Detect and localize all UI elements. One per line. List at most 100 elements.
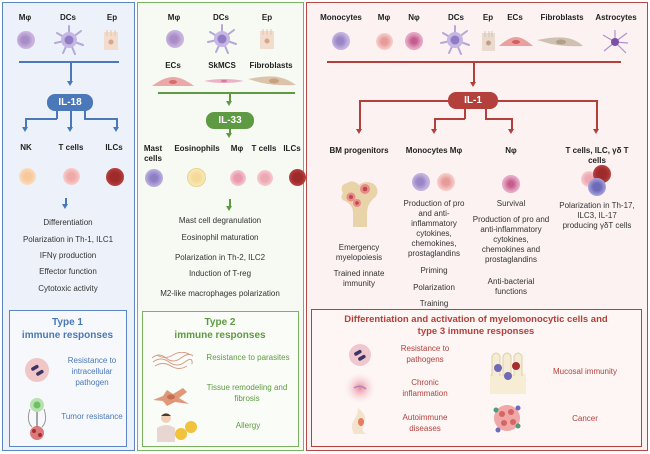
ilc-cell-icon — [289, 169, 306, 186]
tumor-cytotoxic-cell-icon — [27, 398, 47, 440]
pathogen-cell-icon — [349, 344, 371, 366]
source-label-macrophage: Mφ — [377, 13, 391, 22]
allergy-person-pollen-icon — [157, 413, 197, 442]
epithelial-cell-icon — [482, 31, 495, 51]
fibroblast-cell-icon — [537, 37, 583, 47]
effect-item: Polarization in Th-2, ILC2 — [174, 253, 266, 262]
t-cell-icon — [63, 168, 80, 185]
target-label-t-cells: T cells — [251, 144, 277, 153]
t-cell-icon — [257, 170, 273, 186]
macrophage-cell-icon — [230, 170, 246, 186]
effect-item: Differentiation — [43, 218, 93, 227]
target-label-ilcs: ILCs — [105, 143, 123, 152]
source-bar — [19, 61, 119, 63]
macrophage-cell-icon — [376, 33, 393, 50]
endothelial-cell-icon — [499, 37, 533, 46]
target-label-nk: NK — [20, 143, 32, 152]
neutrophil-cell-icon — [502, 175, 520, 193]
connector-line — [70, 61, 72, 81]
arrow-down-icon — [226, 206, 232, 211]
il33-panel: Mφ DCs Ep ECs SkMCS Fibroblasts IL-33 Ma… — [137, 2, 306, 451]
arrow-down-icon — [22, 127, 28, 132]
fibroblast-cell-icon — [248, 76, 296, 86]
fibroblast-icon — [153, 388, 189, 406]
nk-cell-icon — [19, 168, 36, 185]
dendritic-cell-icon — [207, 24, 237, 54]
effect-item: Emergency myelopoiesis — [335, 243, 383, 262]
arrow-down-icon — [62, 204, 68, 209]
outcome-resistance-pathogens: Resistance to pathogens — [400, 344, 450, 364]
dendritic-cell-icon — [54, 25, 84, 55]
effect-item: Polarization in Th-17, ILC3, IL-17 produ… — [559, 201, 635, 230]
source-label-dcs: DCs — [447, 13, 464, 22]
effect-item: Trained innate immunity — [333, 269, 385, 288]
outcome-intracellular-pathogen: Resistance to intracellular pathogen — [67, 356, 117, 387]
macrophage-cell-icon — [17, 31, 35, 49]
target-label-t-cells-ilc-gd: T cells, ILC, γδ T cells — [565, 146, 629, 165]
outcome-parasites: Resistance to parasites — [206, 353, 290, 362]
source-label-astrocytes: Astrocytes — [595, 13, 637, 22]
arrow-down-icon — [470, 82, 476, 87]
source-label-dcs: DCs — [59, 13, 76, 22]
gd-t-cell-icon — [588, 178, 606, 196]
astrocyte-cell-icon — [602, 30, 629, 54]
source-bar — [158, 92, 295, 94]
dendritic-cell-icon — [440, 25, 470, 55]
outcome-tissue-remodeling: Tissue remodeling and fibrosis — [206, 383, 288, 403]
type1-title: Type 1 immune responses — [21, 317, 114, 341]
endothelial-cell-icon — [152, 77, 194, 86]
arrow-down-icon — [113, 127, 119, 132]
effect-item: Mast cell degranulation — [178, 216, 262, 225]
monocyte-cell-icon — [332, 32, 350, 50]
epithelial-cell-icon — [104, 30, 118, 50]
type2-response-box: Type 2 immune responses Resistance to pa… — [142, 311, 299, 447]
il18-panel: Mφ DCs Ep IL-18 NK T cells ILCs Differen… — [2, 2, 135, 451]
target-label-bm-progenitors: BM progenitors — [329, 146, 389, 155]
source-label-macrophage: Mφ — [18, 13, 32, 22]
effect-item: Cytotoxic activity — [38, 284, 98, 293]
effect-item: Priming — [420, 266, 448, 275]
effect-item: Polarization in Th-1, ILC1 — [22, 235, 114, 244]
effect-item: Training — [419, 299, 449, 308]
arrow-down-icon — [508, 129, 514, 134]
outcome-autoimmune-diseases: Autoimmune diseases — [402, 413, 448, 433]
type3-response-box: Differentiation and activation of myelom… — [311, 309, 642, 447]
effect-item: M2-like macrophages polarization — [160, 289, 280, 298]
neutrophil-cell-icon — [405, 32, 423, 50]
target-label-monocytes-macrophages: Monocytes Mφ — [405, 146, 463, 155]
autoimmune-joint-icon — [352, 408, 366, 434]
target-label-ilcs: ILCs — [283, 144, 301, 153]
arrow-down-icon — [67, 127, 73, 132]
ilc-cell-icon — [106, 168, 124, 186]
type2-title: Type 2 immune responses — [174, 317, 266, 341]
target-label-macrophage: Mφ — [230, 144, 244, 153]
il1-panel: Monocytes Mφ Nφ DCs Ep ECs Fibroblasts A… — [306, 2, 648, 451]
type1-response-box: Type 1 immune responses Resistance to in… — [9, 310, 127, 447]
target-label-t-cells: T cells — [58, 143, 84, 152]
source-label-monocytes: Monocytes — [320, 13, 362, 22]
source-label-ep: Ep — [482, 13, 494, 22]
source-label-ecs: ECs — [507, 13, 523, 22]
source-label-fibroblasts: Fibroblasts — [249, 61, 293, 70]
source-label-neutrophil: Nφ — [408, 13, 420, 22]
outcome-cancer: Cancer — [572, 414, 598, 423]
macrophage-cell-icon — [166, 30, 184, 48]
inflammation-icon — [344, 372, 376, 404]
effect-item: Induction of T-reg — [188, 269, 252, 278]
target-label-mast-cells: Mast cells — [143, 144, 163, 163]
arrow-down-icon — [593, 129, 599, 134]
skeletal-muscle-cell-icon — [204, 79, 244, 83]
arrow-down-icon — [226, 101, 232, 106]
target-label-eosinophils: Eosinophils — [174, 144, 220, 153]
effect-item: Polarization — [413, 283, 455, 292]
arrow-down-icon — [356, 129, 362, 134]
il18-cytokine-badge: IL-18 — [47, 94, 93, 111]
source-label-ep: Ep — [106, 13, 118, 22]
effect-item: Survival — [496, 199, 526, 208]
arrow-down-icon — [431, 129, 437, 134]
effect-item: IFNγ production — [39, 251, 97, 260]
effect-item: Effector function — [39, 267, 97, 276]
outcome-tumor-resistance: Tumor resistance — [61, 412, 123, 421]
effect-item: Production of pro and anti-inflammatory … — [472, 215, 550, 264]
source-label-skmcs: SkMCS — [208, 61, 236, 70]
